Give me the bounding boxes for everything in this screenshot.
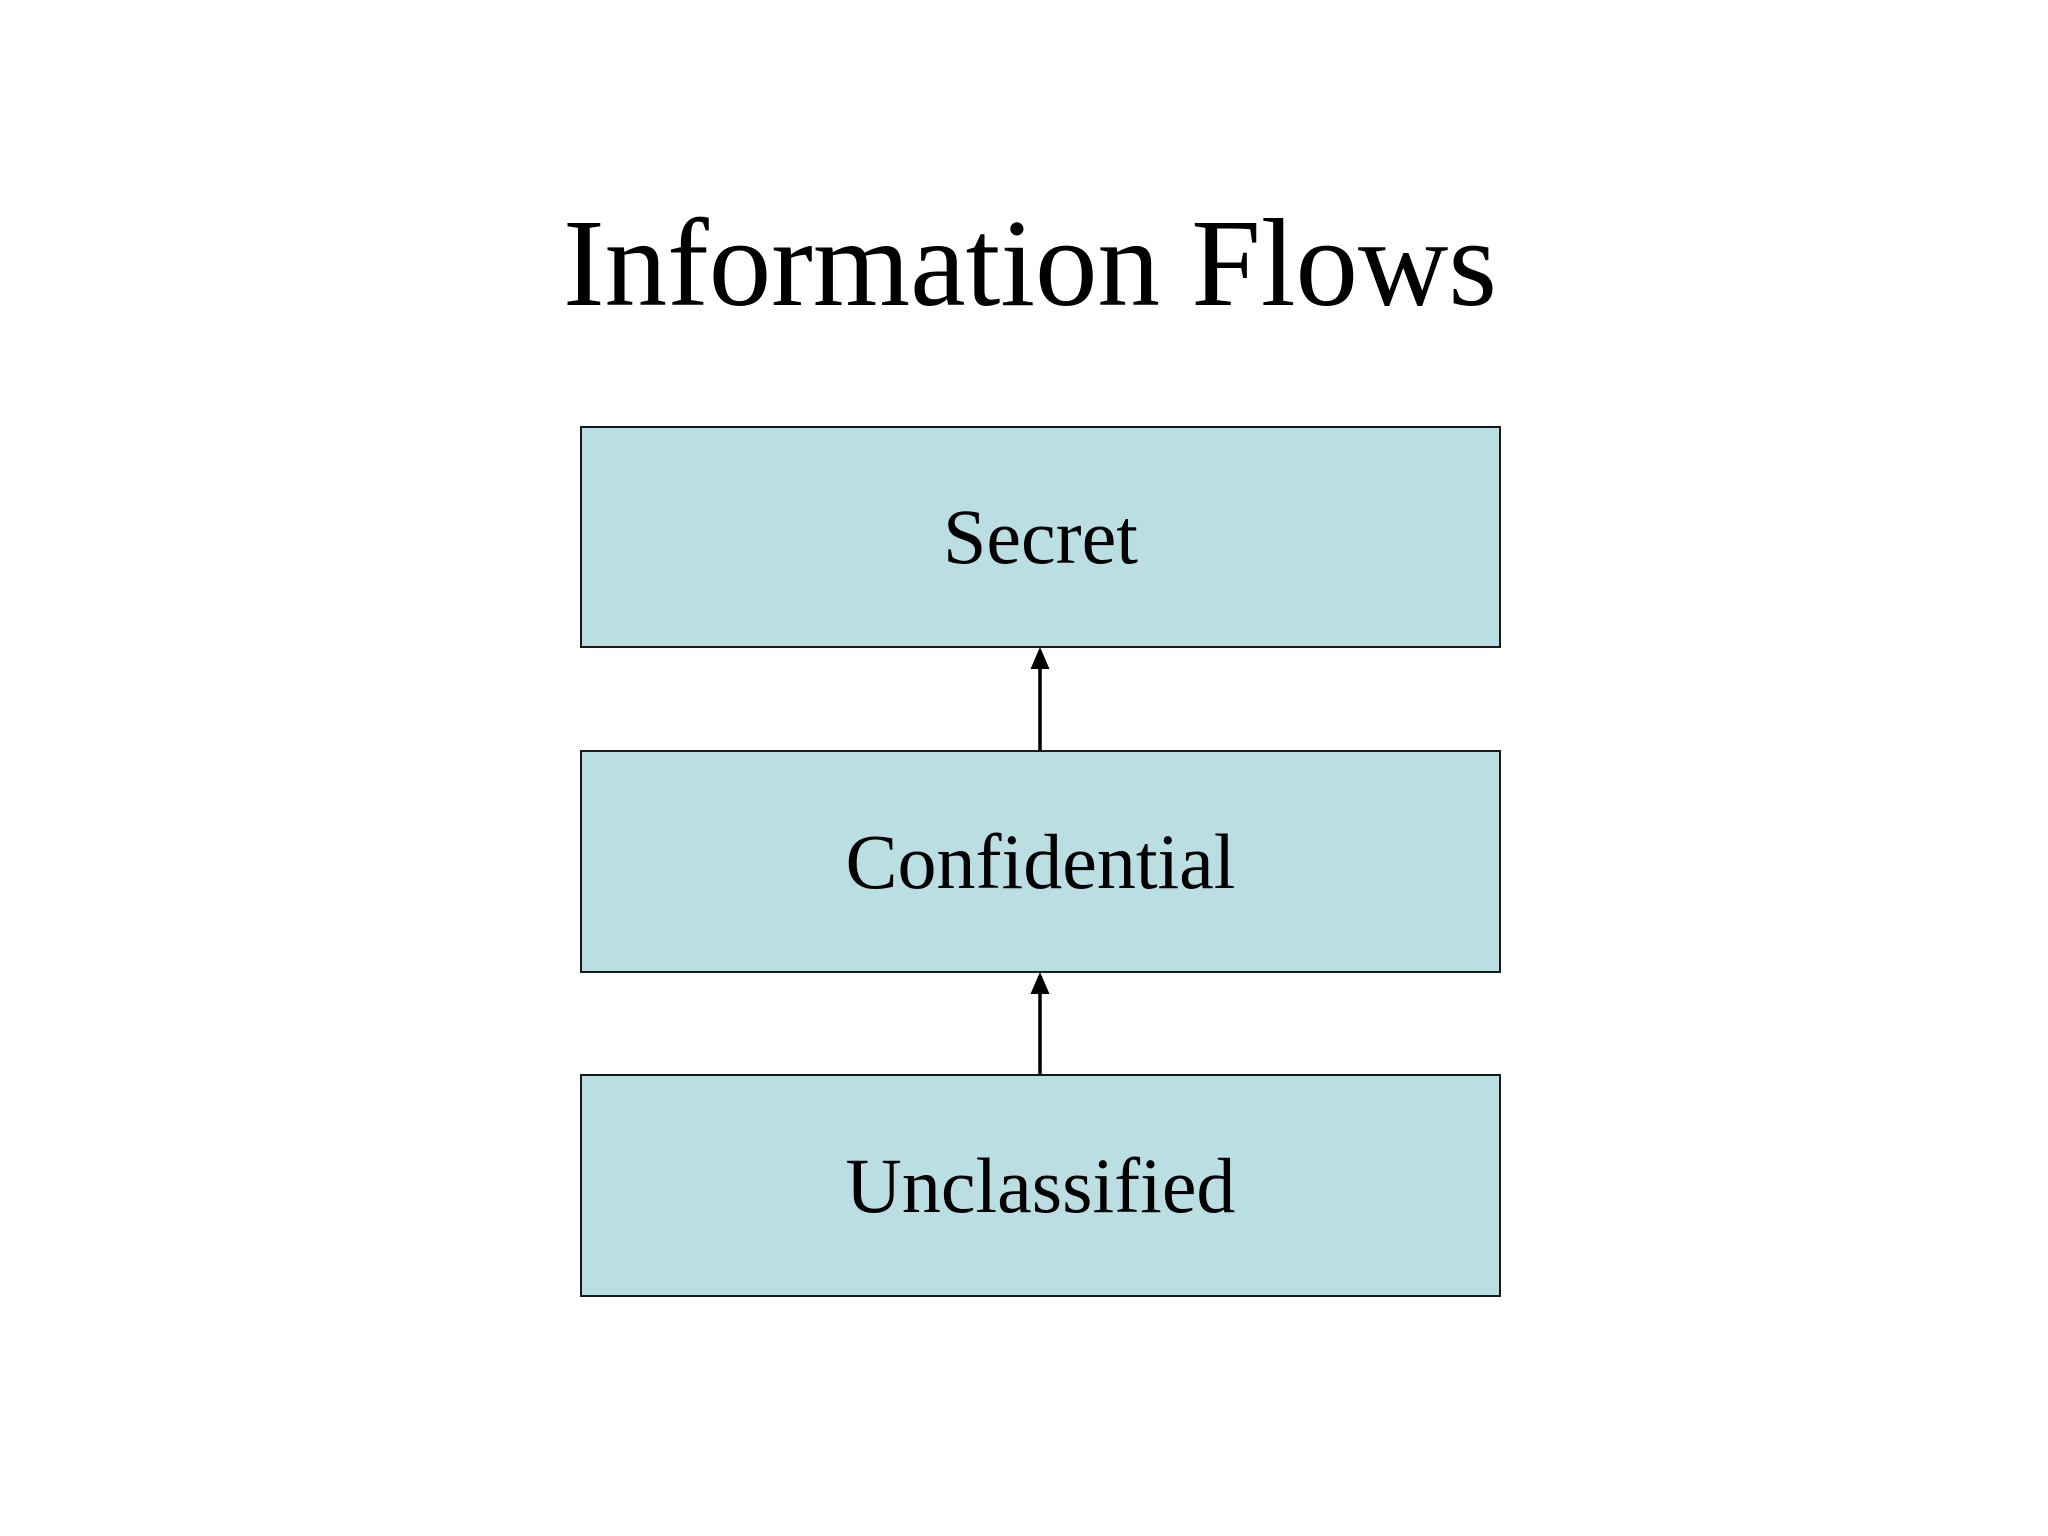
level-box-confidential: Confidential — [580, 750, 1501, 973]
up-arrow-icon — [1030, 972, 1050, 1075]
level-label-unclassified: Unclassified — [845, 1141, 1236, 1229]
level-box-unclassified: Unclassified — [580, 1074, 1501, 1297]
level-box-secret: Secret — [580, 426, 1501, 648]
level-label-secret: Secret — [943, 493, 1138, 580]
level-label-confidential: Confidential — [845, 817, 1236, 905]
page-title: Information Flows — [563, 195, 1497, 333]
up-arrow-icon — [1030, 647, 1050, 750]
